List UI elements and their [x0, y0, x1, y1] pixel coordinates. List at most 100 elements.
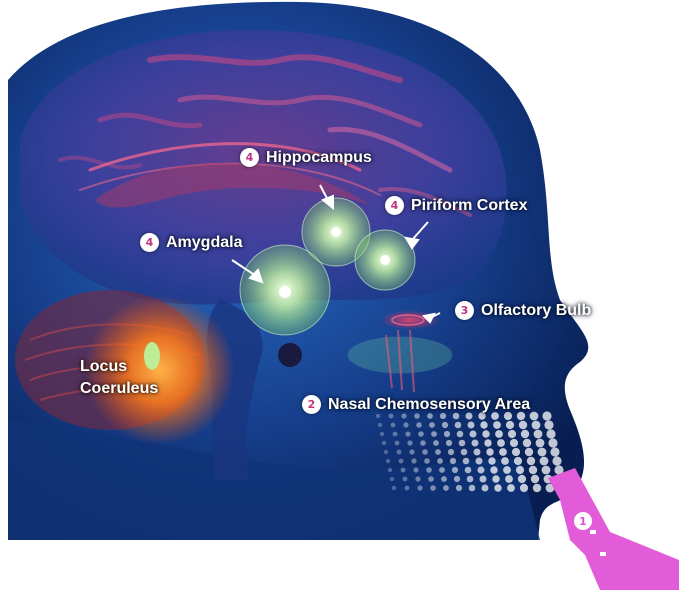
piriform-cortex-label: Piriform Cortex [411, 197, 527, 215]
odor-dot [525, 448, 533, 456]
odor-dot [420, 440, 426, 446]
odor-dot [472, 440, 479, 447]
odor-dot [474, 449, 481, 456]
odor-dot [490, 466, 497, 473]
odor-dot [439, 467, 445, 473]
pituitary [278, 343, 302, 367]
odor-dot [433, 440, 439, 446]
odor-dot [552, 456, 561, 465]
odor-dot [468, 422, 475, 429]
step-number-badge: 2 [302, 395, 321, 414]
odor-dot [507, 484, 515, 492]
odor-dot [384, 450, 388, 454]
odor-dot [531, 475, 539, 483]
odor-dot [407, 440, 412, 445]
odor-dot [378, 423, 382, 427]
odor-dot [470, 431, 477, 438]
odor-dot [530, 412, 539, 421]
odor-dot [459, 440, 466, 447]
odor-dot [426, 467, 432, 473]
amygdala-label: Amygdala [166, 234, 242, 252]
odor-dot [456, 485, 462, 491]
odor-dot [488, 457, 495, 464]
odor-dot [452, 467, 458, 473]
odor-source-device [548, 468, 679, 590]
odor-dot [516, 466, 524, 474]
odor-dot [495, 430, 503, 438]
odor-dot [401, 413, 406, 418]
odor-dot [424, 458, 430, 464]
label-hippocampus: 4 Hippocampus [240, 148, 372, 167]
odor-dot [493, 421, 501, 429]
odor-dot [499, 448, 507, 456]
odor-dot [395, 441, 400, 446]
odor-dot [405, 486, 410, 491]
odor-dot [542, 411, 551, 420]
odor-dot [435, 449, 441, 455]
odor-dot [544, 420, 553, 429]
odor-dot [388, 468, 392, 472]
odor-dot [506, 421, 514, 429]
hippocampus-label: Hippocampus [266, 149, 372, 167]
odor-dot [446, 440, 452, 446]
odor-dot [482, 485, 489, 492]
odor-dot [418, 431, 424, 437]
odor-source-badge: 1 [574, 512, 592, 530]
label-nasal: 2 Nasal Chemosensory Area [302, 395, 530, 414]
odor-dot [533, 484, 541, 492]
odor-dot [430, 485, 436, 491]
odor-dot [444, 431, 450, 437]
odor-dot [403, 477, 408, 482]
odor-dot [480, 476, 487, 483]
odor-dot [540, 457, 549, 466]
odor-dot [480, 421, 487, 428]
odor-dot [431, 431, 437, 437]
odor-dot [437, 458, 443, 464]
odor-dot [428, 476, 434, 482]
odor-dot [508, 430, 516, 438]
odor-dot [417, 485, 422, 490]
odor-dot [376, 414, 380, 418]
odor-dot [443, 485, 449, 491]
step-number-badge: 3 [455, 301, 474, 320]
odor-dot [403, 422, 408, 427]
odor-dot [519, 421, 527, 429]
odor-dot [389, 414, 394, 419]
step-number-badge: 4 [140, 233, 159, 252]
odor-dot [397, 450, 402, 455]
odor-dot [538, 448, 547, 457]
odor-dot [441, 476, 447, 482]
odor-dot [469, 485, 476, 492]
label-piriform: 4 Piriform Cortex [385, 196, 527, 215]
odor-dot [390, 477, 394, 481]
label-locus-coeruleus: Locus Coeruleus [80, 356, 158, 400]
odor-dot [416, 422, 422, 428]
odor-dot [463, 458, 470, 465]
odor-dot [392, 486, 396, 490]
odor-dot [512, 448, 520, 456]
odor-dot [505, 475, 513, 483]
odor-dot [405, 431, 410, 436]
odor-dot [518, 475, 526, 483]
odor-dot [520, 484, 528, 492]
step-number-badge: 4 [385, 196, 404, 215]
odor-dot [494, 484, 501, 491]
odor-dot [497, 439, 505, 447]
odor-dot [467, 476, 474, 483]
odor-dot [532, 421, 541, 430]
odor-dot [455, 422, 462, 429]
nasal-chemosensory-label: Nasal Chemosensory Area [328, 396, 530, 414]
locus-line-2: Coeruleus [80, 378, 158, 400]
odor-dot [478, 467, 485, 474]
odor-dot [442, 422, 448, 428]
odor-dot [457, 431, 464, 438]
odor-dot [401, 468, 406, 473]
olfactory-bulb-label: Olfactory Bulb [481, 302, 591, 320]
odor-dot [484, 439, 491, 446]
odor-dot [482, 430, 489, 437]
odor-dot [527, 457, 535, 465]
odor-dot [448, 449, 454, 455]
odor-dot [501, 457, 509, 465]
odor-dot [523, 439, 531, 447]
label-amygdala: 4 Amygdala [140, 233, 242, 252]
